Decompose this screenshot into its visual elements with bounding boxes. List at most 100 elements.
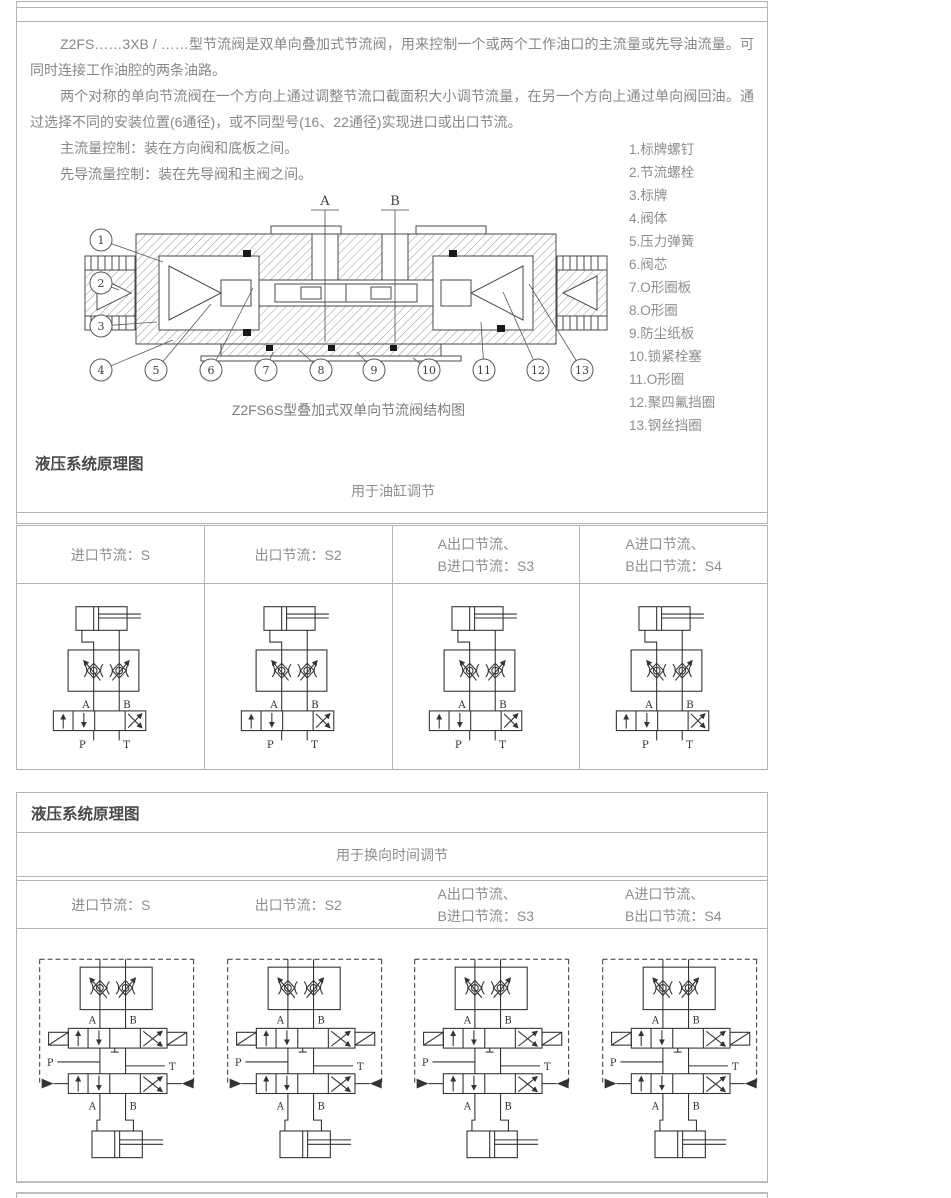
hydraulic-schematic [205, 930, 393, 1180]
header-text: A进口节流、 B出口节流：S4 [625, 883, 721, 927]
part-item: 5.压力弹簧 [629, 234, 695, 249]
intro-paragraph-1: Z2FS……3XB / ……型节流阀是双单向叠加式节流阀，用来控制一个或两个工作… [30, 36, 754, 78]
top-bar-row-2 [16, 8, 768, 21]
header-text: A出口节流、 B进口节流：S3 [438, 533, 534, 577]
header-cell-s2: 出口节流：S2 [205, 881, 393, 928]
header-text: A出口节流、 B进口节流：S3 [438, 883, 534, 927]
valve-body [135, 225, 557, 345]
header-line: A出口节流、 [437, 885, 517, 902]
callout-9: 9 [362, 358, 386, 382]
header-line: A进口节流、 [625, 535, 705, 552]
section-label-b: B [390, 194, 400, 209]
header-cell-s: 进口节流：S [17, 526, 204, 583]
svg-text:10: 10 [422, 364, 436, 377]
callout-6: 6 [199, 358, 223, 382]
svg-text:5: 5 [153, 364, 160, 377]
header-cell-s: 进口节流：S [17, 881, 205, 928]
section-label-a: A [319, 194, 330, 209]
header-text: 出口节流：S2 [254, 546, 342, 563]
schematic-cell-s [17, 929, 205, 1180]
schematic-cell-s2 [205, 929, 393, 1180]
header-text: A进口节流、 B出口节流：S4 [625, 533, 721, 577]
svg-text:4: 4 [98, 364, 105, 377]
section1-header-row: 进口节流：S 出口节流：S2 A出口节流、 B进口节流：S3 A进口节流、 B出… [17, 526, 767, 583]
header-line: B进口节流：S3 [437, 557, 535, 574]
header-line: B出口节流：S4 [625, 907, 722, 924]
bottom-plate [200, 343, 462, 362]
header-text: 进口节流：S [71, 896, 151, 913]
callout-7: 7 [254, 358, 278, 382]
diagram-caption: Z2FS6S型叠加式双单向节流阀结构图 [231, 402, 466, 418]
section1-schematic-row [17, 583, 767, 769]
section2-panel: 液压系统原理图 用于换向时间调节 进口节流：S 出口节流：S2 A出口节流、 B… [16, 792, 768, 1183]
header-line: A进口节流、 [625, 885, 705, 902]
callout-1: 1 [89, 228, 113, 252]
hydraulic-schematic [392, 930, 580, 1180]
part-item: 9.防尘纸板 [629, 326, 695, 341]
hydraulic-schematic [393, 585, 580, 768]
hydraulic-schematic [17, 585, 204, 768]
part-item: 7.O形圈板 [629, 280, 692, 295]
header-text: 出口节流：S2 [254, 896, 342, 913]
header-cell-s3: A出口节流、 B进口节流：S3 [392, 881, 580, 928]
callout-10: 10 [417, 358, 441, 382]
part-item: 10.锁紧栓塞 [629, 349, 702, 364]
top-bar-row-1 [16, 1, 768, 8]
section1-table: 进口节流：S 出口节流：S2 A出口节流、 B进口节流：S3 A进口节流、 B出… [16, 525, 768, 770]
part-item: 1.标牌螺钉 [629, 142, 695, 157]
header-line: B出口节流：S4 [625, 557, 722, 574]
schematic-cell-s3 [391, 584, 580, 769]
section2-title: 液压系统原理图 [17, 793, 767, 833]
part-item: 2.节流螺栓 [629, 165, 695, 180]
hydraulic-schematic [580, 930, 768, 1180]
intro-text: Z2FS……3XB / ……型节流阀是双单向叠加式节流阀，用来控制一个或两个工作… [17, 22, 767, 187]
callout-5: 5 [144, 358, 168, 382]
svg-text:12: 12 [531, 364, 545, 377]
section1-title: 液压系统原理图 [35, 456, 144, 473]
callout-3: 3 [89, 314, 113, 338]
svg-text:13: 13 [575, 364, 589, 377]
callout-8: 8 [309, 358, 333, 382]
header-line: B进口节流：S3 [437, 907, 534, 924]
callout-13: 13 [570, 358, 594, 382]
callout-12: 12 [526, 358, 550, 382]
part-item: 6.阀芯 [629, 257, 668, 272]
schematic-cell-s3 [392, 929, 580, 1180]
svg-text:11: 11 [477, 364, 491, 377]
structure-diagram: A B 1 2 3 4 5 6 [61, 192, 636, 390]
schematic-cell-s4 [580, 929, 768, 1180]
adjust-knob-right [556, 255, 608, 331]
callout-4: 4 [89, 358, 113, 382]
intro-line-main-control: 主流量控制：装在方向阀和底板之间。 [60, 140, 299, 156]
svg-text:2: 2 [98, 277, 105, 290]
structure-diagram-svg: A B 1 2 3 4 5 6 [84, 194, 608, 382]
svg-text:6: 6 [208, 364, 215, 377]
hydraulic-schematic [17, 930, 205, 1180]
header-cell-s4: A进口节流、 B出口节流：S4 [580, 881, 768, 928]
parts-list: 1.标牌螺钉 2.节流螺栓 3.标牌 4.阀体 5.压力弹簧 6.阀芯 7.O形… [629, 138, 715, 437]
intro-paragraph-2: 两个对称的单向节流阀在一个方向上通过调整节流口截面积大小调节流量，在另一个方向上… [30, 88, 754, 130]
header-cell-s2: 出口节流：S2 [203, 526, 392, 583]
section-marks: A B [311, 194, 409, 342]
section2-schematic-row [17, 929, 767, 1180]
callout-leaders [100, 239, 583, 371]
svg-text:7: 7 [263, 364, 270, 377]
schematic-cell-s2 [203, 584, 392, 769]
section2-subtitle: 用于换向时间调节 [17, 833, 767, 877]
seal-rings [243, 250, 505, 336]
section1-subtitle: 用于油缸调节 [351, 483, 435, 499]
part-item: 8.O形圈 [629, 303, 678, 318]
section2-header-row: 进口节流：S 出口节流：S2 A出口节流、 B进口节流：S3 A进口节流、 B出… [17, 880, 767, 929]
header-line: A出口节流、 [437, 535, 517, 552]
part-item: 13.钢丝挡圈 [629, 418, 702, 433]
callout-11: 11 [472, 358, 496, 382]
header-cell-s3: A出口节流、 B进口节流：S3 [391, 526, 580, 583]
callout-bubbles: 1 2 3 4 5 6 7 8 9 10 11 12 13 [89, 228, 594, 382]
callout-2: 2 [89, 271, 113, 295]
header-cell-s4: A进口节流、 B出口节流：S4 [579, 526, 767, 583]
separator-row [16, 513, 768, 524]
main-panel: Z2FS……3XB / ……型节流阀是双单向叠加式节流阀，用来控制一个或两个工作… [16, 21, 768, 513]
header-text: 进口节流：S [70, 546, 151, 563]
svg-text:1: 1 [98, 234, 105, 247]
